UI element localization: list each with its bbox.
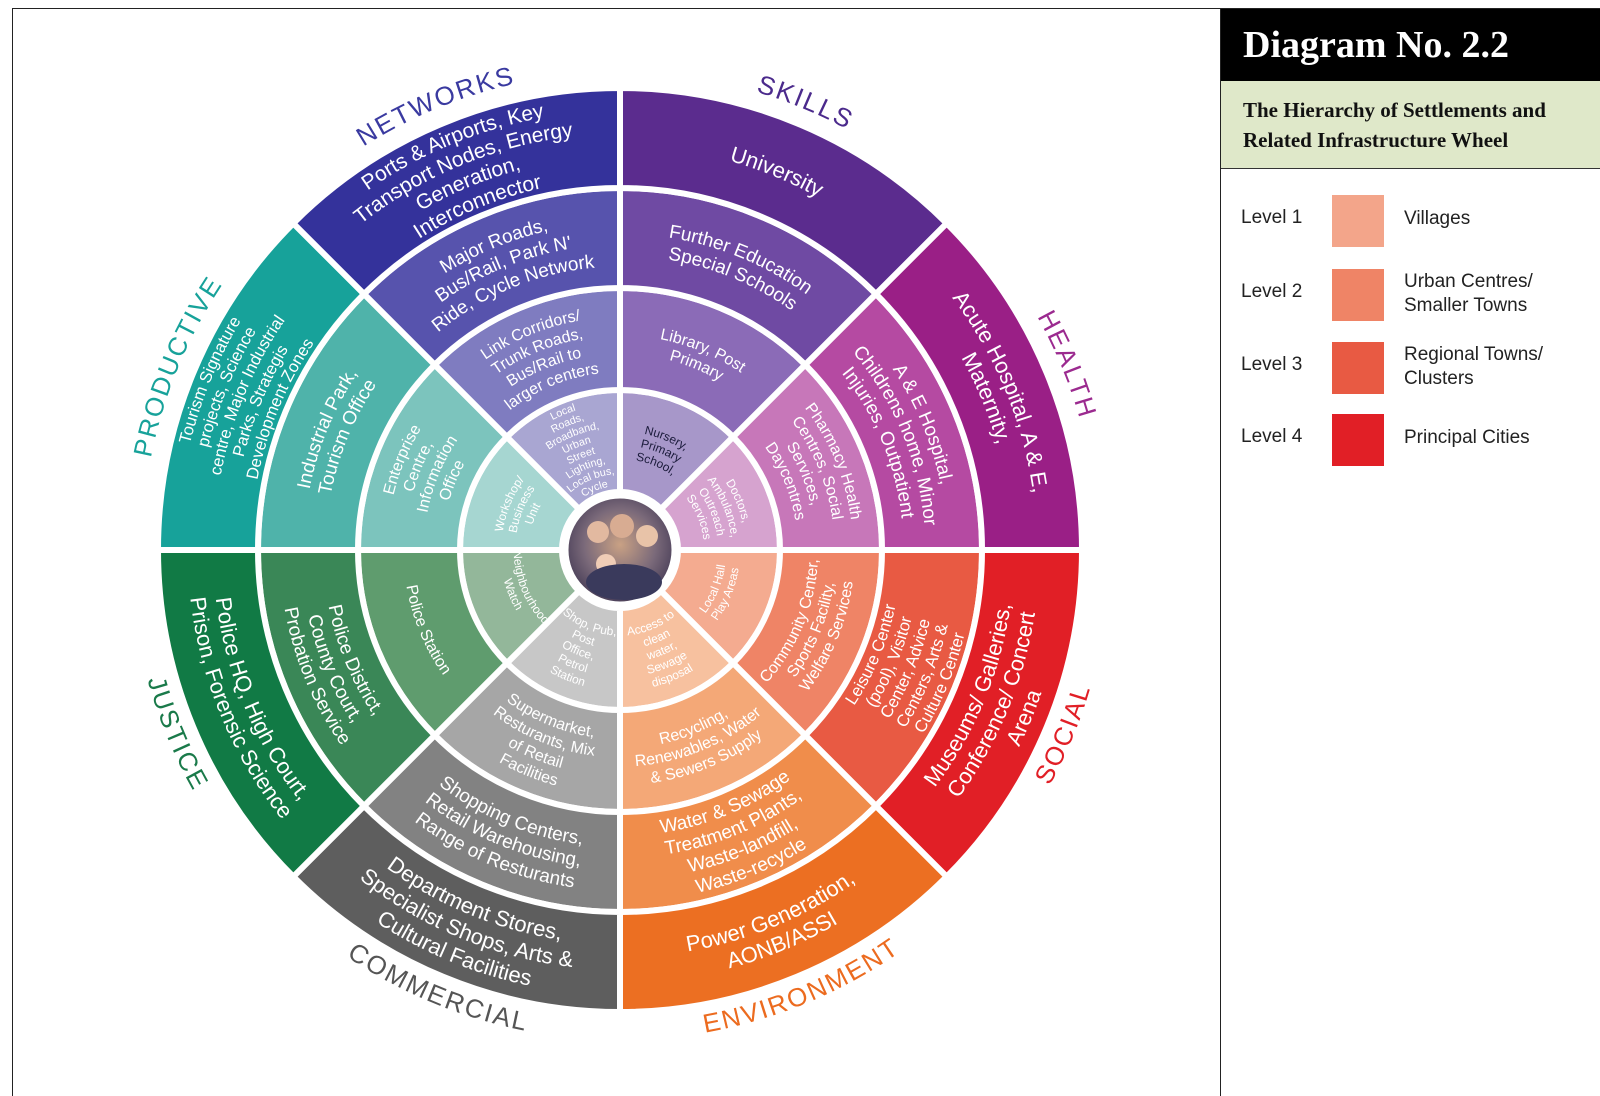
- center-family-photo: [563, 493, 677, 607]
- ring-segment-4: [289, 84, 623, 299]
- legend-label: Principal Cities: [1404, 427, 1530, 448]
- diagram-frame: [12, 8, 1600, 1096]
- diagram-subtitle: The Hierarchy of Settlements and Related…: [1221, 81, 1600, 169]
- legend-row-level-1: Level 1 Villages: [1221, 195, 1600, 247]
- sector-health: Doctors,Ambulance,OutreachServicesPharma…: [656, 219, 1101, 553]
- legend-swatch: [1332, 269, 1384, 321]
- legend-swatch: [1332, 195, 1384, 247]
- legend-label-line-2: Smaller Towns: [1404, 295, 1528, 316]
- panel-divider: [1220, 8, 1221, 1096]
- legend-label: Villages: [1404, 208, 1471, 229]
- legend-swatch: [1332, 414, 1384, 466]
- subtitle-line-2: Related Infrastructure Wheel: [1243, 128, 1509, 152]
- legend-label-line-2: Clusters: [1404, 368, 1474, 389]
- legend-label-line-1: Regional Towns/: [1404, 344, 1544, 365]
- sector-productive: Workshop/BusinessUnitEnterpriseCentre,In…: [127, 219, 584, 553]
- legend-level-label: Level 4: [1241, 426, 1303, 447]
- sector-commercial: Shop, Pub,PostOffice,PetrolStationSuperm…: [289, 586, 623, 1037]
- diagram-title: Diagram No. 2.2: [1221, 9, 1600, 81]
- legend-row-level-2: Level 2 Urban Centres/ Smaller Towns: [1221, 269, 1600, 321]
- subtitle-line-1: The Hierarchy of Settlements and: [1243, 98, 1546, 122]
- legend-level-label: Level 3: [1241, 354, 1303, 375]
- legend-level-label: Level 1: [1241, 207, 1303, 228]
- legend-swatch: [1332, 342, 1384, 394]
- legend-level-label: Level 2: [1241, 281, 1303, 302]
- legend-row-level-4: Level 4 Principal Cities: [1221, 414, 1600, 466]
- legend-row-level-3: Level 3 Regional Towns/ Clusters: [1221, 342, 1600, 394]
- legend-label-line-1: Urban Centres/: [1404, 271, 1533, 292]
- legend-panel: Diagram No. 2.2 The Hierarchy of Settlem…: [1221, 9, 1600, 1096]
